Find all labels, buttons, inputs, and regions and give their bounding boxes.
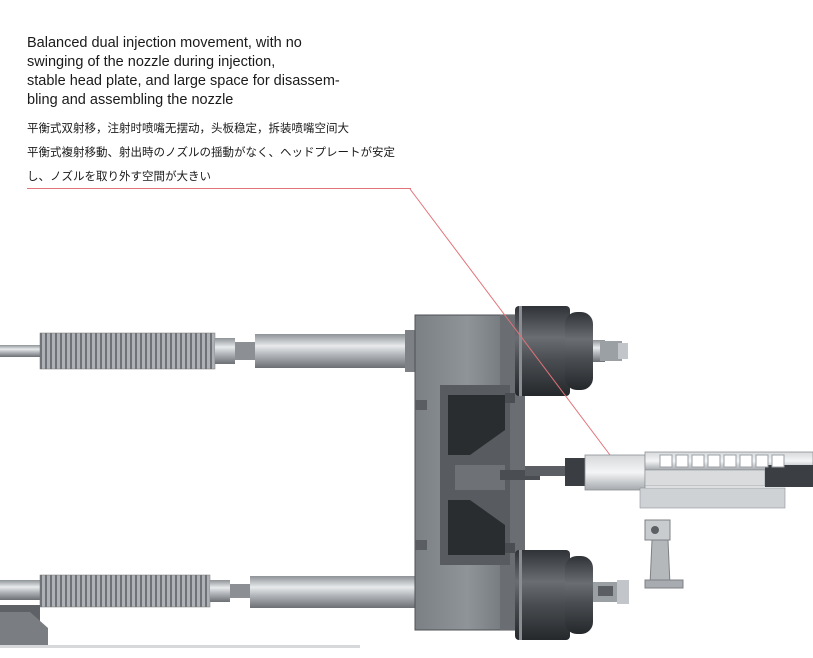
support-bracket <box>644 519 684 589</box>
caption-japanese-line-1: 平衡式複射移動、射出時のノズルの揺動がなく、ヘッドプレートが安定 <box>27 145 395 159</box>
nozzle-assembly <box>525 451 813 509</box>
base-carriage <box>0 605 360 648</box>
lower-tie-rod <box>0 574 629 608</box>
caption-english: Balanced dual injection movement, with n… <box>27 35 340 108</box>
caption-chinese: 平衡式双射移，注射时喷嘴无摆动，头板稳定，拆装喷嘴空间大 <box>27 121 349 135</box>
caption-underline <box>27 188 411 189</box>
leader-line <box>409 188 611 456</box>
head-plate <box>414 314 540 631</box>
upper-injection-cylinder <box>515 306 593 396</box>
caption-block: Balanced dual injection movement, with n… <box>27 34 447 188</box>
lower-injection-cylinder <box>515 550 593 640</box>
caption-japanese: 平衡式複射移動、射出時のノズルの揺動がなく、ヘッドプレートが安定 し、ノズルを取… <box>27 140 447 188</box>
caption-japanese-line-2: し、ノズルを取り外す空間が大きい <box>27 169 211 183</box>
